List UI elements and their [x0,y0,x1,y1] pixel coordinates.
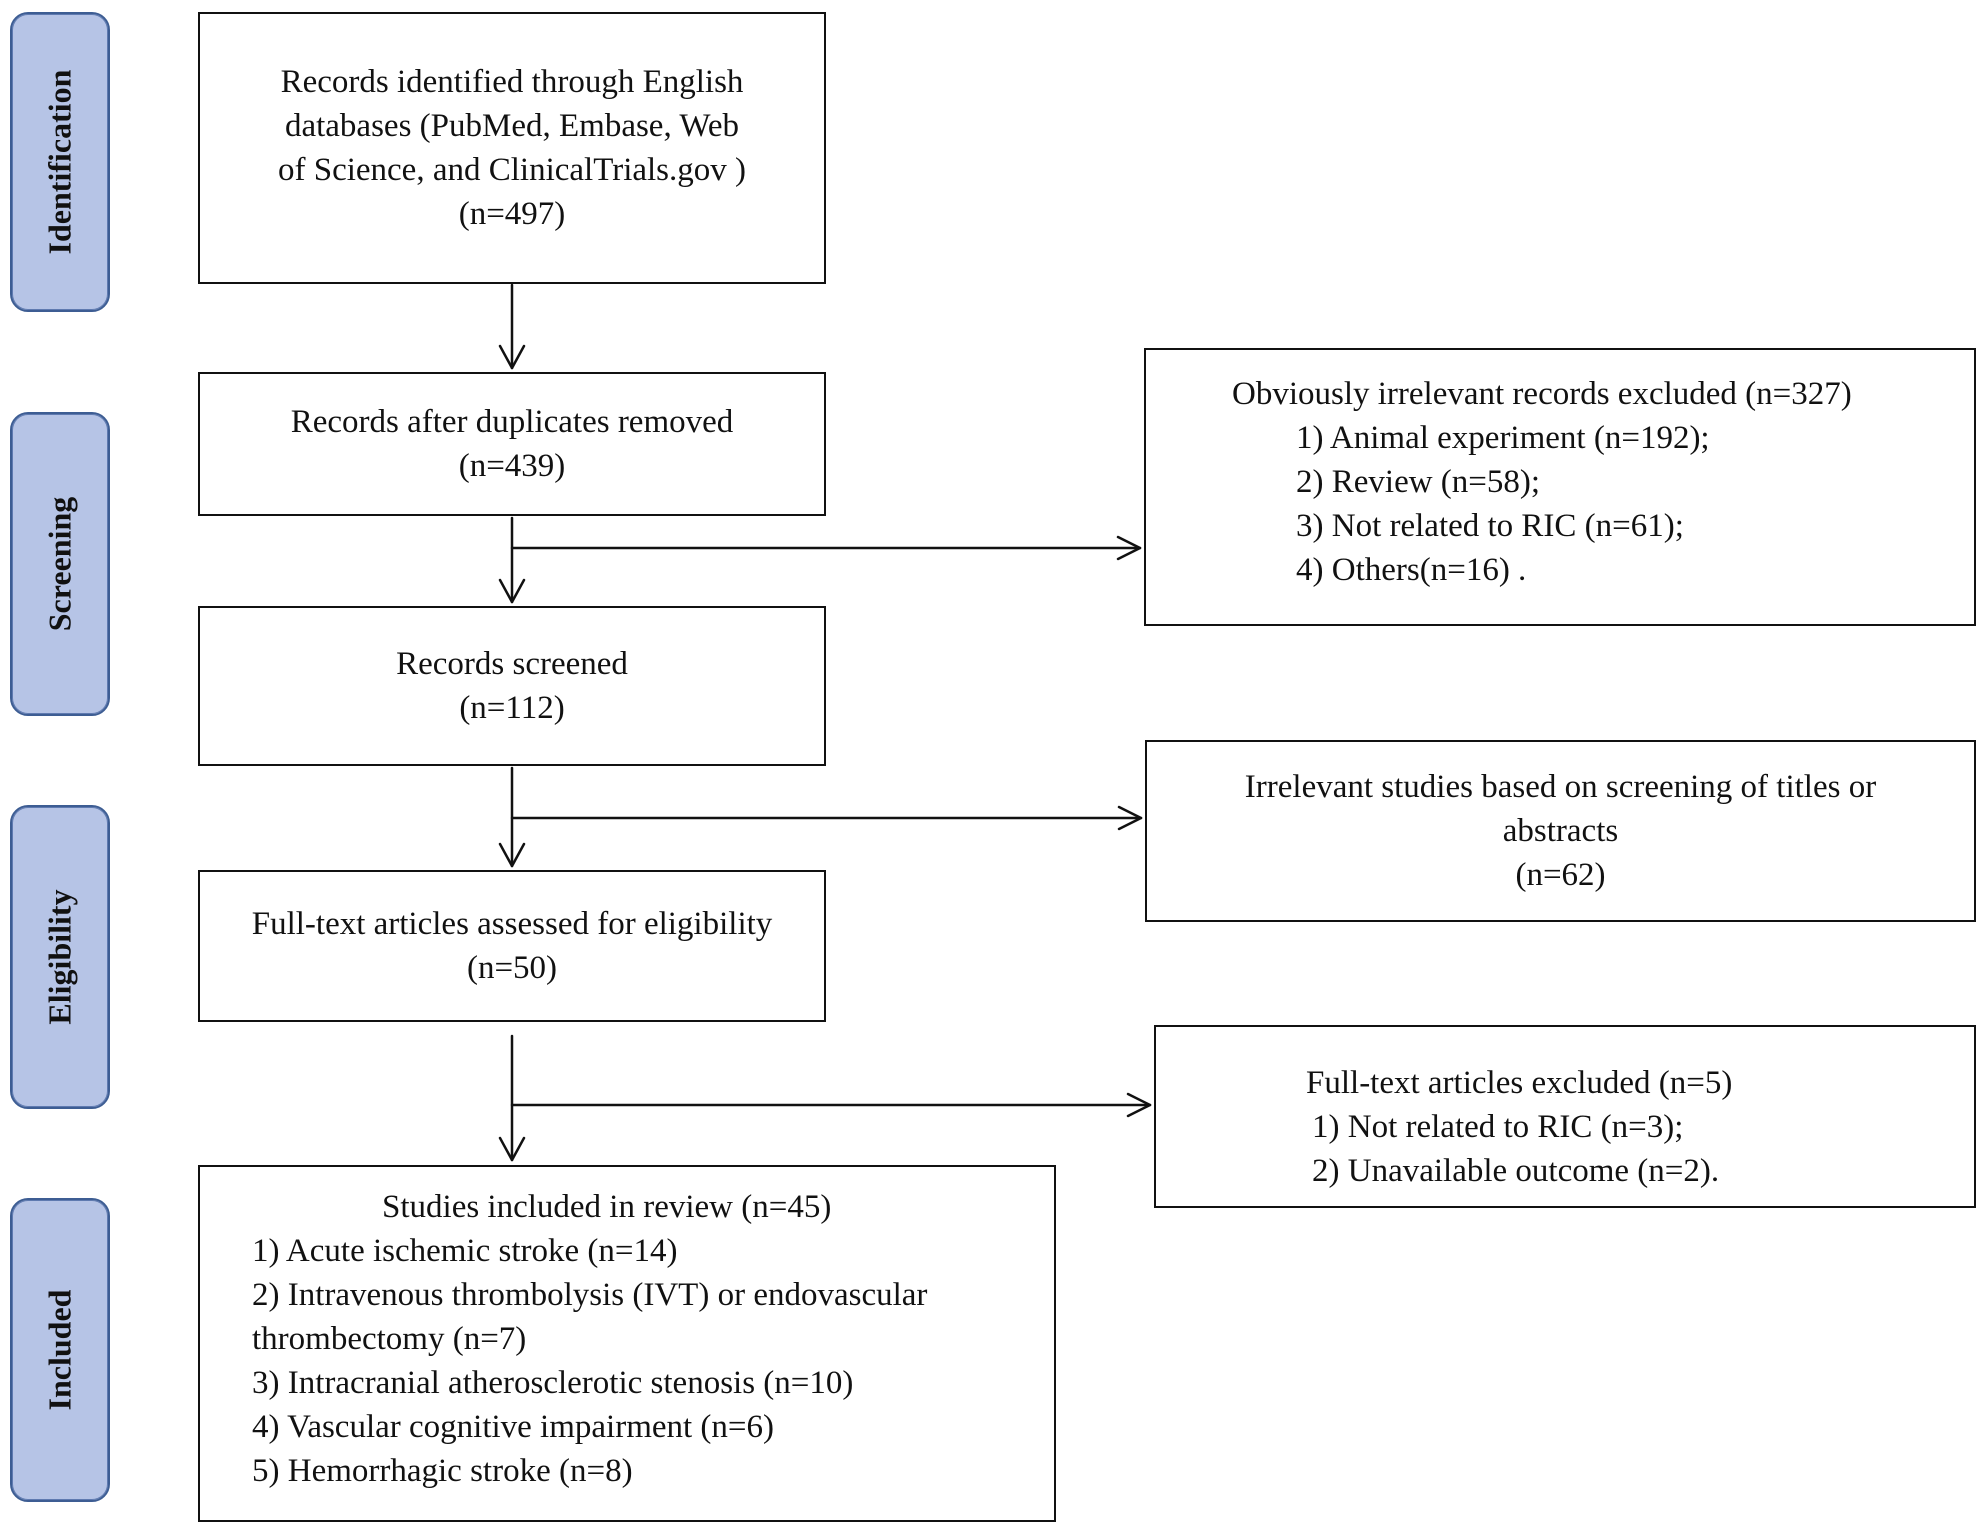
stage-eligibility: Eligibility [10,805,110,1109]
studies-included-item: 1) Acute ischemic stroke (n=14) [252,1233,678,1269]
excluded-titles-line-1: Irrelevant studies based on screening of… [1244,769,1877,805]
box-records-deduplicated: Records after duplicates removed (n=439) [198,372,826,516]
records-identified-line-1: Records identified through English [280,64,744,100]
records-identified-line-3: of Science, and ClinicalTrials.gov ) [277,152,747,188]
box-excluded-titles: Irrelevant studies based on screening of… [1145,740,1976,922]
arrow-head-included [498,1136,526,1162]
excluded-irrelevant-item: 3) Not related to RIC (n=61); [1296,508,1684,544]
arrow-head-excluded-fulltext [1126,1092,1152,1118]
excluded-titles-count: (n=62) [1515,857,1606,893]
studies-included-item: 4) Vascular cognitive impairment (n=6) [252,1409,775,1445]
arrow-head-excluded-titles [1117,805,1143,831]
excluded-irrelevant-item: 4) Others(n=16) . [1296,552,1527,588]
excluded-fulltext-item: 2) Unavailable outcome (n=2). [1312,1153,1720,1189]
studies-included-title: Studies included in review (n=45) [382,1189,832,1225]
studies-included-item: thrombectomy (n=7) [252,1321,527,1357]
stage-screening: Screening [10,412,110,716]
box-studies-included: Studies included in review (n=45) 1) Acu… [198,1165,1056,1522]
studies-included-item: 5) Hemorrhagic stroke (n=8) [252,1453,633,1489]
records-deduplicated-line-1: Records after duplicates removed [290,404,734,440]
box-records-identified: Records identified through English datab… [198,12,826,284]
arrow-head-screened [498,578,526,604]
excluded-irrelevant-item: 1) Animal experiment (n=192); [1296,420,1710,456]
excluded-irrelevant-item: 2) Review (n=58); [1296,464,1541,500]
records-identified-line-2: databases (PubMed, Embase, Web [284,108,740,144]
records-deduplicated-count: (n=439) [458,448,566,484]
studies-included-item: 3) Intracranial atherosclerotic stenosis… [252,1365,854,1401]
fulltext-assessed-count: (n=50) [466,950,558,986]
excluded-irrelevant-title: Obviously irrelevant records excluded (n… [1232,376,1852,412]
records-screened-line-1: Records screened [396,646,628,682]
records-identified-count: (n=497) [458,196,566,232]
excluded-fulltext-title: Full-text articles excluded (n=5) [1306,1065,1733,1101]
excluded-titles-line-2: abstracts [1502,813,1619,849]
arrow-head-excluded-irrelevant [1116,535,1142,561]
box-excluded-fulltext: Full-text articles excluded (n=5) 1) Not… [1154,1025,1976,1208]
stage-identification: Identification [10,12,110,312]
arrow-head-deduplicated [498,344,526,370]
box-records-screened: Records screened (n=112) [198,606,826,766]
excluded-fulltext-item: 1) Not related to RIC (n=3); [1312,1109,1684,1145]
box-excluded-irrelevant: Obviously irrelevant records excluded (n… [1144,348,1976,626]
studies-included-item: 2) Intravenous thrombolysis (IVT) or end… [252,1277,928,1313]
fulltext-assessed-line-1: Full-text articles assessed for eligibil… [251,906,773,942]
records-screened-count: (n=112) [459,690,565,726]
box-fulltext-assessed: Full-text articles assessed for eligibil… [198,870,826,1022]
stage-included: Included [10,1198,110,1502]
arrow-head-fulltext [498,842,526,868]
